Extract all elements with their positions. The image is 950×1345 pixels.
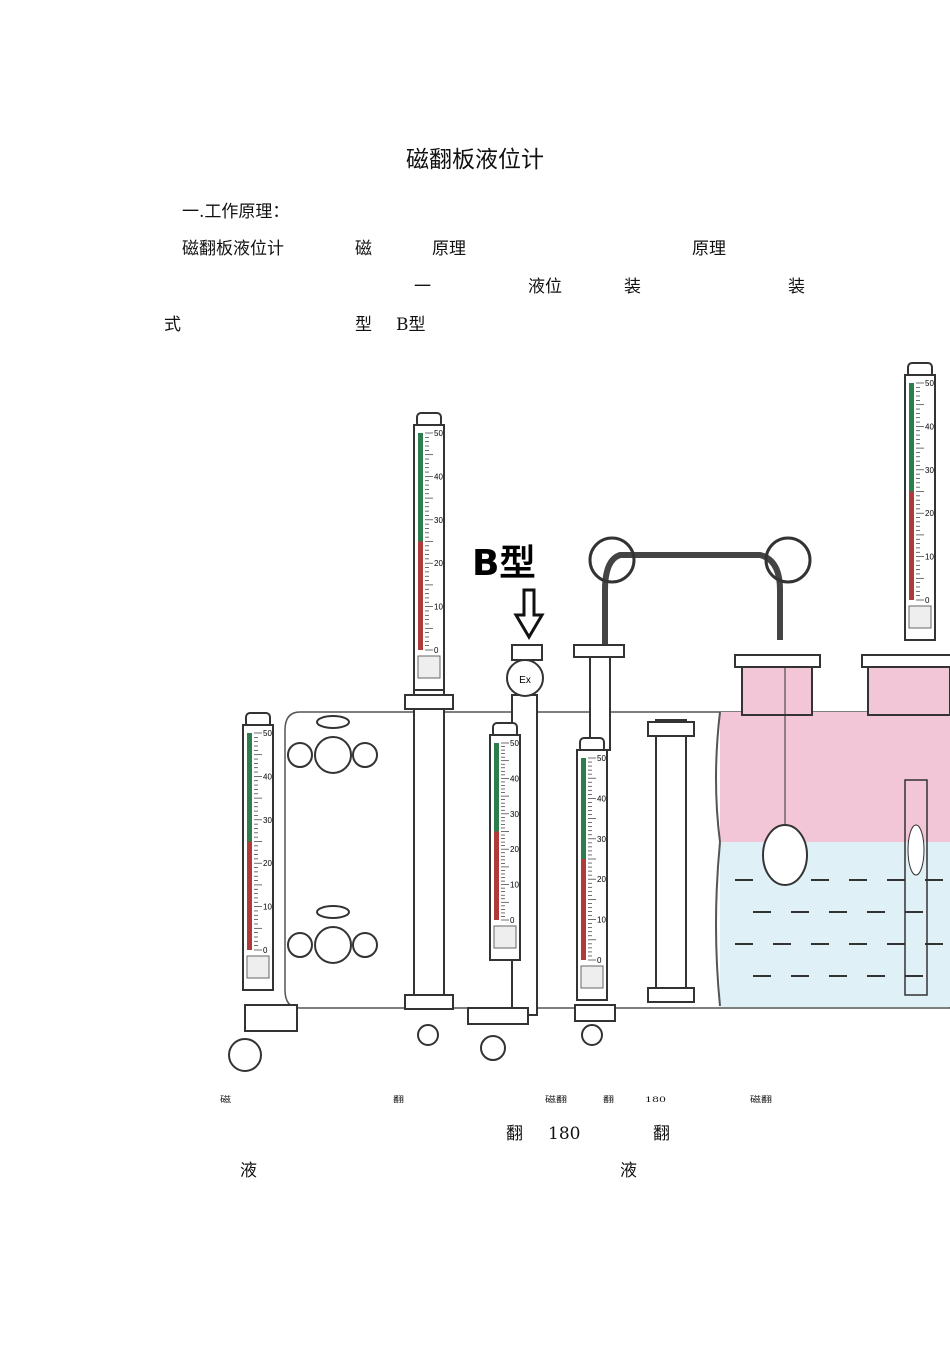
- text-fragment: 式: [164, 315, 181, 335]
- text-fragment: 翻: [393, 1095, 404, 1105]
- scale-label: 30: [597, 835, 606, 844]
- scale-label: 10: [597, 916, 606, 925]
- upper-liquid: [720, 712, 950, 842]
- magnetic-level-gauge: 50 40 30 20 10 0: [576, 737, 608, 1001]
- text-fragment: 型: [355, 315, 372, 335]
- text-fragment: 装: [788, 277, 805, 297]
- page-title: 磁翻板液位计: [406, 147, 544, 173]
- text-fragment: 180: [548, 1124, 581, 1144]
- scale-label: 10: [510, 881, 519, 890]
- text-fragment: 原理: [692, 239, 726, 259]
- text-fragment: 翻: [506, 1124, 523, 1144]
- scale-label: 20: [925, 509, 934, 518]
- scale-label: 0: [597, 956, 602, 965]
- scale-label: 10: [925, 553, 934, 562]
- scale-label: 40: [510, 774, 519, 783]
- text-fragment: 装: [624, 277, 641, 297]
- magnetic-level-gauge: 50 40 30 20 10 0: [489, 722, 521, 961]
- scale-label: 40: [925, 422, 934, 431]
- text-fragment: 液: [240, 1161, 257, 1181]
- scale-label: 0: [434, 646, 439, 655]
- text-fragment: B型: [396, 315, 426, 335]
- text-fragment: 翻: [653, 1124, 670, 1144]
- scale-label: 20: [597, 875, 606, 884]
- scale-label: 10: [263, 903, 272, 912]
- text-fragment: 液: [620, 1161, 637, 1181]
- tank-outline: [284, 711, 950, 1009]
- text-fragment: 磁: [355, 239, 372, 259]
- scale-label: 40: [434, 472, 443, 481]
- text-fragment: 磁: [220, 1095, 231, 1105]
- scale-label: 30: [434, 516, 443, 525]
- ex-label: Ex: [519, 675, 531, 686]
- text-fragment: 原理: [432, 239, 466, 259]
- section-heading: 一.工作原理：: [182, 202, 290, 222]
- scale-label: 0: [925, 596, 930, 605]
- scale-label: 50: [597, 754, 606, 763]
- magnetic-level-gauge: 50 40 30 20 10 0: [904, 362, 936, 641]
- scale-label: 40: [263, 772, 272, 781]
- scale-label: 20: [434, 559, 443, 568]
- text-fragment: 液位: [528, 277, 562, 297]
- text-fragment: 磁翻板液位计: [182, 239, 284, 259]
- text-fragment: 磁翻: [545, 1095, 567, 1105]
- scale-label: 0: [263, 946, 268, 955]
- b-type-callout: B型: [472, 543, 535, 584]
- scale-label: 50: [925, 379, 934, 388]
- text-fragment: 翻: [603, 1095, 614, 1105]
- scale-label: 40: [597, 794, 606, 803]
- text-fragment: 一: [414, 277, 431, 297]
- float: [762, 824, 808, 886]
- scale-label: 50: [263, 729, 272, 738]
- scale-label: 0: [510, 916, 515, 925]
- scale-label: 50: [510, 739, 519, 748]
- magnetic-level-gauge: 50 40 30 20 10 0: [413, 412, 445, 691]
- scale-label: 30: [510, 810, 519, 819]
- scale-label: 30: [925, 466, 934, 475]
- scale-label: 10: [434, 603, 443, 612]
- text-fragment: 180: [645, 1095, 666, 1105]
- scale-label: 50: [434, 429, 443, 438]
- scale-label: 30: [263, 816, 272, 825]
- magnetic-level-gauge: 50 40 30 20 10 0: [242, 712, 274, 991]
- text-fragment: 磁翻: [750, 1095, 772, 1105]
- scale-label: 20: [510, 845, 519, 854]
- scale-label: 20: [263, 859, 272, 868]
- arrow-down-icon: [513, 588, 545, 640]
